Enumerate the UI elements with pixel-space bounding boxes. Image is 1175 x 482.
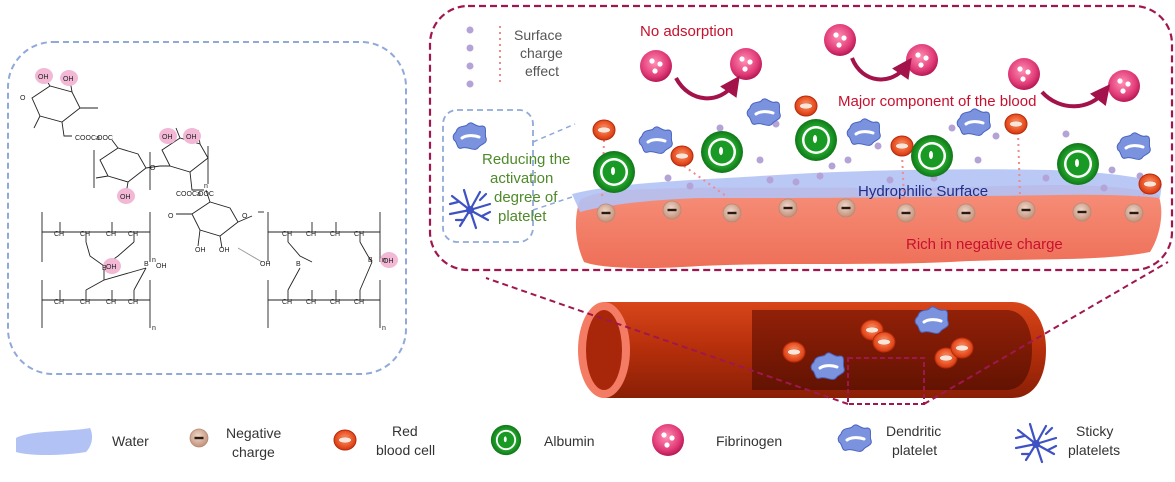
surface-charge-label-line3: effect bbox=[525, 63, 559, 79]
legend-dendritic-label-2: platelet bbox=[892, 442, 937, 458]
major-component-label: Major component of the blood bbox=[838, 93, 1036, 110]
svg-text:CH: CH bbox=[282, 231, 292, 238]
zoom-region-box bbox=[847, 357, 925, 405]
legend-negative-label-1: Negative bbox=[226, 425, 281, 441]
legend-negative-charge-icon bbox=[189, 428, 209, 448]
svg-text:CH: CH bbox=[354, 231, 364, 238]
surface-charge-dots bbox=[466, 26, 501, 88]
hydroxyl-highlights bbox=[35, 68, 398, 274]
svg-text:CH: CH bbox=[128, 299, 138, 306]
chemical-structure bbox=[31, 77, 381, 328]
surface-charge-label-line1: Surface bbox=[514, 27, 562, 43]
svg-text:n: n bbox=[382, 325, 386, 332]
svg-text:OH: OH bbox=[38, 74, 49, 81]
legend-sticky-label-1: Sticky bbox=[1076, 423, 1113, 439]
legend-dendritic-platelet-icon bbox=[836, 423, 873, 453]
svg-text:CH: CH bbox=[106, 299, 116, 306]
surface-charge-label-line2: charge bbox=[520, 45, 563, 61]
no-adsorption-label: No adsorption bbox=[640, 23, 733, 40]
svg-text:O: O bbox=[242, 213, 248, 220]
svg-text:n: n bbox=[382, 257, 386, 264]
legend-rbc-label-1: Red bbox=[392, 423, 418, 439]
surface-interaction-panel bbox=[428, 4, 1174, 272]
svg-text:B: B bbox=[102, 265, 107, 272]
svg-text:OH: OH bbox=[120, 194, 131, 201]
svg-text:OH: OH bbox=[63, 76, 74, 83]
legend: Water Negative charge Red blood cell Alb… bbox=[16, 422, 1120, 464]
reducing-label-line3: degree of bbox=[494, 189, 558, 206]
reducing-label-line4: platelet bbox=[498, 208, 547, 225]
legend-water-swatch bbox=[16, 428, 93, 455]
hydrophilic-layer bbox=[572, 169, 1162, 212]
svg-text:CH: CH bbox=[354, 299, 364, 306]
inset-sticky-platelet bbox=[448, 188, 492, 230]
svg-text:CH: CH bbox=[80, 231, 90, 238]
hydrophilic-surface-label: Hydrophilic Surface bbox=[858, 183, 988, 200]
svg-text:B: B bbox=[144, 261, 149, 268]
legend-albumin-label: Albumin bbox=[544, 433, 595, 449]
svg-text:B: B bbox=[296, 261, 301, 268]
svg-text:CH: CH bbox=[330, 231, 340, 238]
vessel-wall-surface bbox=[575, 184, 1162, 269]
svg-text:CH: CH bbox=[306, 299, 316, 306]
reducing-label-line2: activation bbox=[490, 170, 553, 187]
legend-rbc-label-2: blood cell bbox=[376, 442, 435, 458]
legend-red-blood-cell-icon bbox=[333, 429, 357, 451]
svg-text:COOCa: COOCa bbox=[75, 135, 100, 142]
svg-text:CH: CH bbox=[306, 231, 316, 238]
svg-text:CH: CH bbox=[54, 299, 64, 306]
svg-text:CH: CH bbox=[128, 231, 138, 238]
svg-text:OH: OH bbox=[260, 261, 271, 268]
svg-text:OH: OH bbox=[162, 134, 173, 141]
legend-water-label: Water bbox=[112, 433, 149, 449]
svg-text:CH: CH bbox=[282, 299, 292, 306]
legend-fibrinogen-label: Fibrinogen bbox=[716, 433, 782, 449]
legend-fibrinogen-icon bbox=[652, 424, 684, 456]
svg-text:OH: OH bbox=[106, 264, 117, 271]
svg-text:OOC: OOC bbox=[97, 135, 113, 142]
rich-negative-charge-label: Rich in negative charge bbox=[906, 236, 1063, 253]
fibrinogen-group bbox=[640, 24, 1140, 109]
svg-text:OH: OH bbox=[156, 263, 167, 270]
legend-dendritic-label-1: Dendritic bbox=[886, 423, 941, 439]
blood-vessel bbox=[578, 302, 1046, 398]
svg-text:OOC: OOC bbox=[198, 191, 214, 198]
inset-dendritic-platelet bbox=[451, 121, 488, 151]
svg-text:n: n bbox=[152, 325, 156, 332]
inset-connector bbox=[532, 123, 576, 211]
svg-text:CH: CH bbox=[80, 299, 90, 306]
zoom-connector-lines bbox=[485, 261, 1169, 405]
svg-text:n: n bbox=[152, 257, 156, 264]
svg-text:OH: OH bbox=[195, 247, 206, 254]
legend-sticky-label-2: platelets bbox=[1068, 442, 1120, 458]
svg-text:O: O bbox=[20, 95, 26, 102]
svg-text:OH: OH bbox=[186, 134, 197, 141]
svg-text:B: B bbox=[368, 257, 373, 264]
chemical-structure-panel bbox=[7, 41, 407, 375]
surface-charge-particles bbox=[664, 120, 1144, 192]
reducing-label-line1: Reducing the bbox=[482, 151, 570, 168]
legend-negative-label-2: charge bbox=[232, 444, 275, 460]
svg-text:COOCa: COOCa bbox=[176, 191, 201, 198]
svg-text:O: O bbox=[150, 165, 156, 172]
svg-text:CH: CH bbox=[330, 299, 340, 306]
svg-text:CH: CH bbox=[54, 231, 64, 238]
svg-text:OH: OH bbox=[219, 247, 230, 254]
svg-text:n: n bbox=[204, 183, 208, 190]
svg-text:O: O bbox=[168, 213, 174, 220]
legend-albumin-icon bbox=[490, 424, 522, 456]
legend-sticky-platelet-icon bbox=[1014, 422, 1058, 464]
svg-text:OH: OH bbox=[383, 258, 394, 265]
svg-text:CH: CH bbox=[106, 231, 116, 238]
chemical-labels: OH OH OH OH OH OH OH COOCa OOC COOCa OOC… bbox=[20, 74, 394, 332]
platelet-inset-panel bbox=[442, 109, 534, 243]
